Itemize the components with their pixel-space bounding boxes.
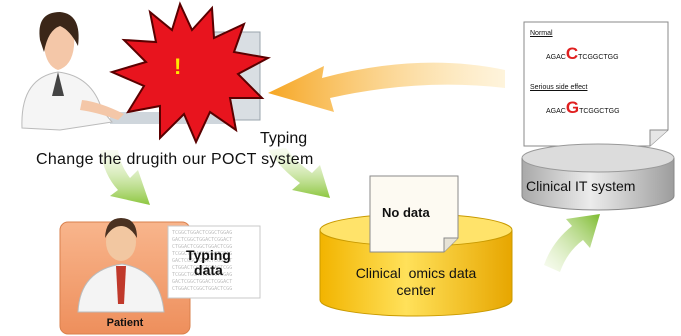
arrow-to-omics-center (268, 148, 330, 198)
alert-burst-icon (109, 1, 272, 145)
svg-text:GACTCGGCTGGACTCGGACT: GACTCGGCTGGACTCGGACT (172, 258, 232, 264)
typing-data-document-icon: TCGGCTGGACTCGGCTGGAG GACTCGGCTGGACTCGGAC… (167, 225, 261, 299)
typing-data-line1: Typing (186, 247, 231, 263)
patient-icon (77, 218, 165, 313)
side-effect-heading: Serious side effect (530, 84, 588, 91)
arrow-to-it-system (544, 214, 600, 272)
clinical-it-label: Clinical IT system (526, 178, 636, 194)
svg-text:TCGGCTGGACTCGGCTGGAG: TCGGCTGGACTCGGCTGGAG (172, 251, 232, 257)
svg-text:CTGGACTCGGCTGGACTCGG: CTGGACTCGGCTGGACTCGG (172, 265, 232, 271)
svg-text:TCGGCTGGACTCGGCTGGAG: TCGGCTGGACTCGGCTGGAG (172, 272, 232, 278)
omics-center-line2: center (396, 282, 436, 298)
side-effect-base: G (565, 98, 580, 117)
svg-text:GACTCGGCTGGACTCGGACT: GACTCGGCTGGACTCGGACT (172, 237, 232, 243)
omics-center-line1: Clinical omics data (355, 265, 477, 281)
clinical-it-database-icon (521, 143, 675, 211)
sequence-document-icon (523, 21, 669, 147)
side-effect-suffix: TCGGCTGG (579, 108, 620, 115)
feedback-arrow (268, 62, 505, 112)
omics-center-label: Clinical omics data center (320, 265, 512, 299)
change-drug-text: Change the drug (36, 151, 160, 168)
no-data-document-icon (369, 175, 459, 253)
normal-heading: Normal (530, 30, 553, 37)
doctor-icon (21, 12, 124, 131)
side-effect-prefix: AGAC (546, 108, 566, 115)
normal-sequence: AGACCTCGGCTGG (546, 44, 619, 64)
poct-system-text: ith our POCT system (159, 151, 314, 168)
alert-symbol: ! (174, 54, 182, 79)
change-drug-label: Change the drugith our POCT system (36, 151, 314, 169)
svg-text:CTGGACTCGGCTGGACTCGG: CTGGACTCGGCTGGACTCGG (172, 244, 232, 250)
svg-text:CTGGACTCGGCTGGACTCGG: CTGGACTCGGCTGGACTCGG (172, 286, 232, 292)
typing-label: Typing (260, 130, 308, 147)
patient-label: Patient (106, 317, 144, 329)
svg-text:TCGGCTGGACTCGGCTGGAG: TCGGCTGGACTCGGCTGGAG (172, 230, 232, 236)
normal-base: C (565, 44, 579, 63)
no-data-label: No data (382, 205, 430, 220)
normal-suffix: TCGGCTGG (578, 54, 619, 61)
typing-data-line2: data (194, 262, 223, 278)
normal-prefix: AGAC (546, 54, 566, 61)
typing-data-label: Typing data (186, 248, 231, 278)
side-effect-sequence: AGACGTCGGCTGG (546, 98, 620, 118)
svg-text:GACTCGGCTGGACTCGGACT: GACTCGGCTGGACTCGGACT (172, 279, 232, 285)
arrow-to-patient (100, 150, 150, 205)
